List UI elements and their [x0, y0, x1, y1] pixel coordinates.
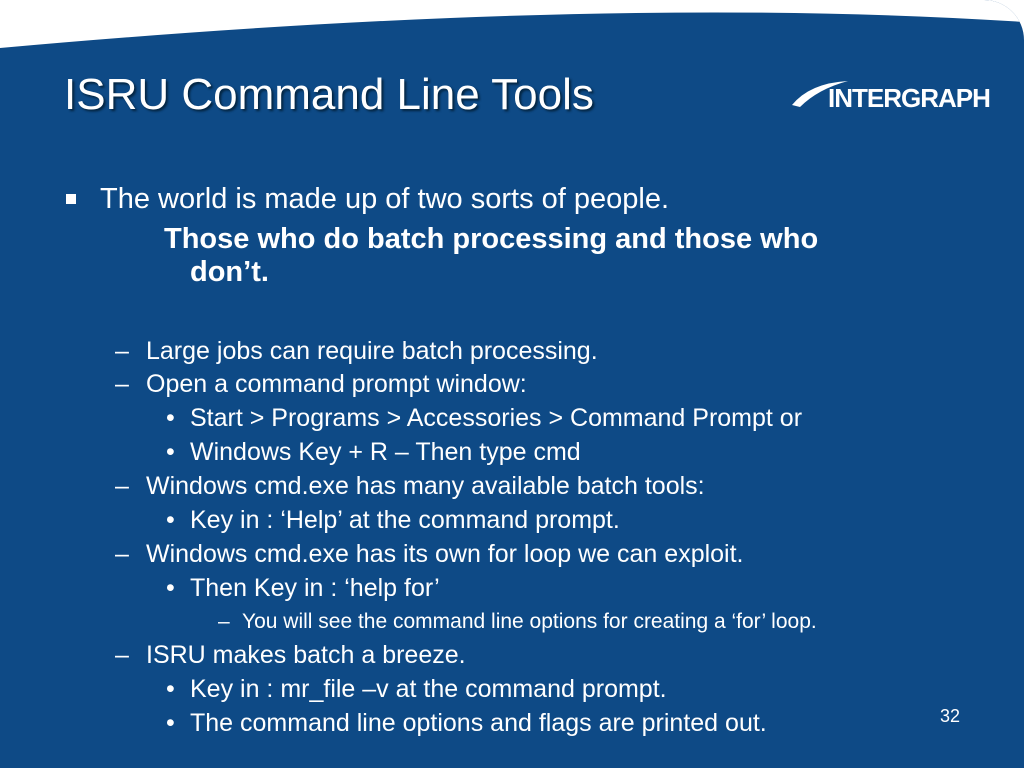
square-bullet-icon — [66, 194, 76, 204]
intergraph-logo: INTERGRAPH — [790, 75, 1000, 119]
list-item: You will see the command line options fo… — [242, 610, 817, 633]
list-item: ISRU makes batch a breeze. — [146, 641, 466, 669]
dot-marker: • — [166, 709, 175, 737]
list-item: Windows Key + R – Then type cmd — [190, 438, 581, 466]
dash-marker: – — [115, 540, 129, 568]
logo-swoosh-icon — [792, 81, 848, 107]
slide-title: ISRU Command Line Tools — [64, 70, 594, 119]
dot-marker: • — [166, 574, 175, 602]
list-item: Windows cmd.exe has many available batch… — [146, 472, 705, 500]
list-item: Start > Programs > Accessories > Command… — [190, 404, 803, 432]
bold-line-a: Those who do batch processing and those … — [164, 223, 819, 255]
list-item: Key in : ‘Help’ at the command prompt. — [190, 506, 620, 534]
dot-marker: • — [166, 404, 175, 432]
intro-line: The world is made up of two sorts of peo… — [100, 183, 670, 215]
list-item: Key in : mr_file –v at the command promp… — [190, 675, 667, 703]
slide-top-curve — [0, 0, 1024, 48]
list-item: Open a command prompt window: — [146, 370, 527, 398]
dash-marker: – — [115, 370, 129, 398]
dash-marker: – — [115, 641, 129, 669]
bold-line-b: don’t. — [190, 256, 269, 288]
page-number: 32 — [940, 706, 961, 726]
dot-marker: • — [166, 675, 175, 703]
list-item: Then Key in : ‘help for’ — [190, 574, 440, 602]
dash-marker: – — [115, 337, 129, 365]
dot-marker: • — [166, 438, 175, 466]
list-item: Large jobs can require batch processing. — [146, 337, 598, 365]
dot-marker: • — [166, 506, 175, 534]
dash-marker: – — [218, 610, 230, 633]
dash-marker: – — [115, 472, 129, 500]
logo-text: INTERGRAPH — [828, 83, 991, 113]
list-item: Windows cmd.exe has its own for loop we … — [146, 540, 744, 568]
list-item: The command line options and flags are p… — [190, 709, 767, 737]
